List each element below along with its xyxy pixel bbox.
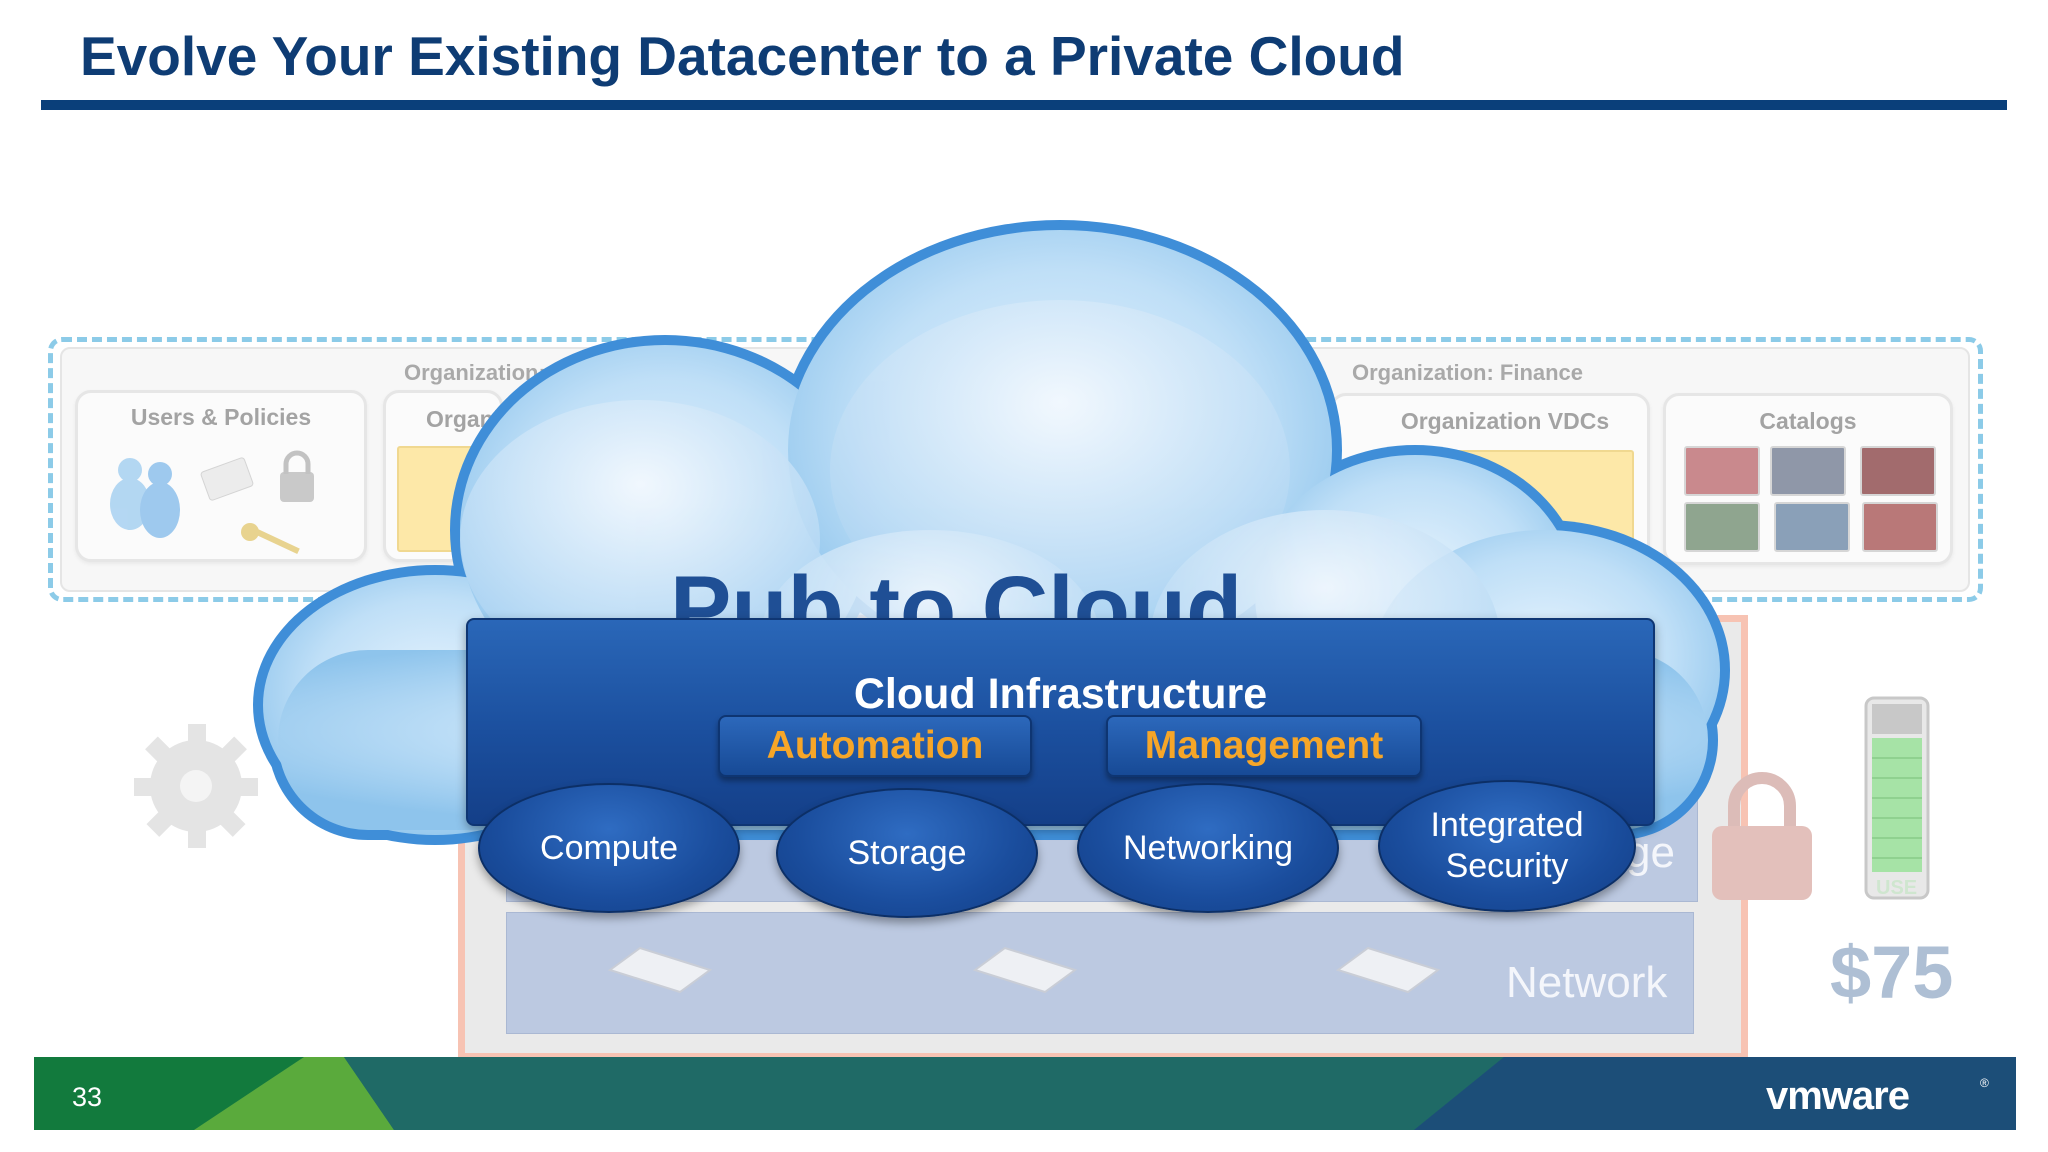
networking-label: Networking bbox=[1122, 828, 1294, 867]
catalog-thumb bbox=[1684, 446, 1760, 496]
card-catalogs-title: Catalogs bbox=[1759, 408, 1857, 434]
storage-label: Storage bbox=[847, 833, 967, 872]
catalog-thumb bbox=[1770, 446, 1846, 496]
networking-oval: Networking bbox=[1077, 783, 1339, 913]
page-number: 33 bbox=[72, 1082, 103, 1112]
catalog-thumb bbox=[1860, 446, 1936, 496]
page-title: Evolve Your Existing Datacenter to a Pri… bbox=[80, 25, 1405, 87]
title-divider bbox=[41, 100, 2007, 110]
users-keys-lock-icon bbox=[110, 450, 314, 555]
integrated-security-oval: Integrated Security bbox=[1378, 780, 1636, 912]
integrated-security-label-line1: Integrated bbox=[1430, 806, 1584, 845]
lock-icon bbox=[1712, 772, 1812, 900]
usage-gauge-icon bbox=[1864, 696, 1930, 900]
cloud-infrastructure-title: Cloud Infrastructure bbox=[853, 670, 1268, 718]
catalog-thumb bbox=[1862, 502, 1938, 552]
org-label-finance: Organization: Finance bbox=[1352, 360, 1584, 385]
network-layer-label: Network bbox=[1506, 958, 1668, 1007]
card-users-policies-title: Users & Policies bbox=[130, 404, 312, 430]
footer-band: vmware ® bbox=[34, 1057, 2016, 1130]
registered-mark: ® bbox=[1980, 1076, 1989, 1090]
catalog-thumb bbox=[1684, 502, 1760, 552]
gear-icon bbox=[134, 724, 258, 848]
price-label: $75 bbox=[1830, 931, 1954, 1014]
switch-icons bbox=[607, 946, 1441, 994]
management-pill: Management bbox=[1106, 715, 1422, 777]
compute-label: Compute bbox=[540, 828, 678, 867]
card-org-vdcs-right-title: Organization VDCs bbox=[1400, 408, 1610, 434]
usage-gauge-label: USE bbox=[1876, 877, 1918, 899]
vmware-logo: vmware bbox=[1766, 1074, 1909, 1118]
compute-oval: Compute bbox=[478, 783, 740, 913]
integrated-security-label-line2: Security bbox=[1445, 847, 1569, 885]
automation-pill: Automation bbox=[718, 715, 1032, 777]
catalog-thumb bbox=[1774, 502, 1850, 552]
storage-oval: Storage bbox=[776, 788, 1038, 918]
